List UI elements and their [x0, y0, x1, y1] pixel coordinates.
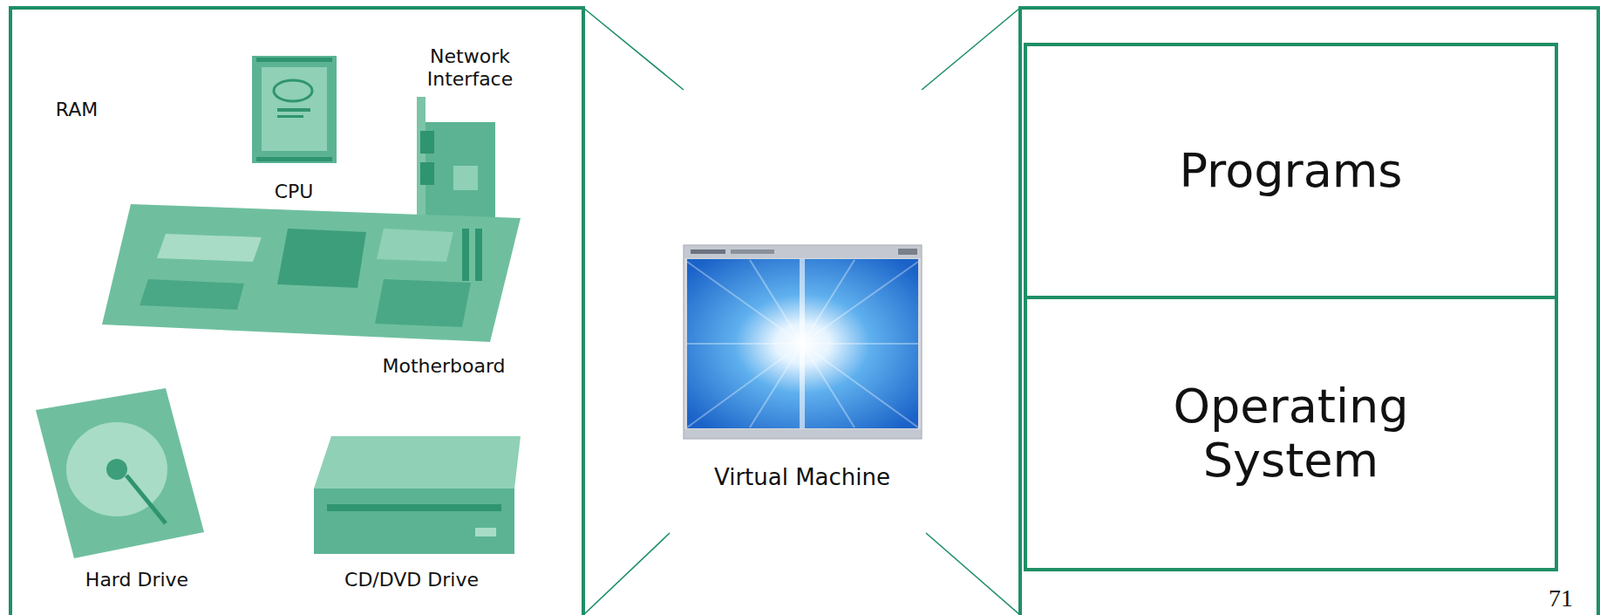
software-panel — [1020, 7, 1599, 615]
part-name: CPU — [274, 180, 314, 204]
node-title: Programs — [1179, 143, 1403, 198]
part-name: Motherboard — [381, 354, 505, 378]
dvd-drive — [313, 435, 521, 554]
cpu-chip — [251, 55, 337, 164]
hardware-panel — [10, 7, 584, 615]
vm-node: Virtual Machine — [662, 245, 942, 507]
zoom-lines — [583, 7, 1021, 615]
vm-screenshot — [683, 245, 922, 439]
hard-drive — [35, 388, 205, 559]
node-title: Virtual Machine — [714, 464, 891, 491]
page-number: 71 — [1548, 583, 1573, 613]
node-title: Operating System — [1099, 379, 1484, 488]
part-name: Network Interface — [408, 45, 532, 92]
part-name: CD/DVD Drive — [344, 568, 479, 592]
part-name: Hard Drive — [85, 568, 189, 592]
os-box: Operating System — [1023, 295, 1559, 572]
part-name: RAM — [55, 98, 98, 122]
motherboard — [102, 204, 521, 342]
programs-box: Programs — [1023, 42, 1559, 300]
